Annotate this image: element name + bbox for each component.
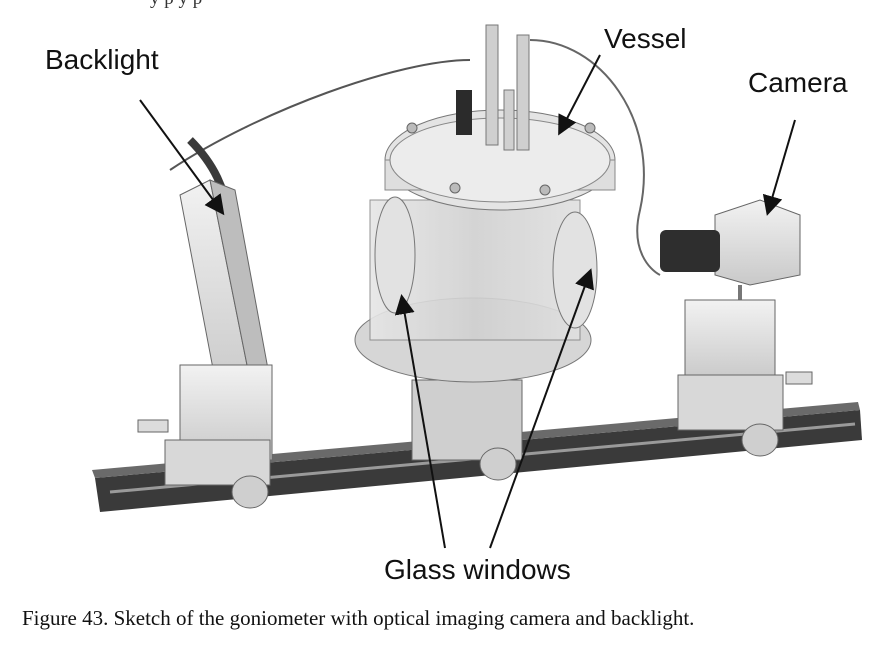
- figure-caption: Figure 43. Sketch of the goniometer with…: [22, 606, 695, 630]
- camera-assembly: [660, 199, 813, 457]
- backlight-label: Backlight: [45, 44, 159, 75]
- vessel-assembly: [354, 24, 616, 481]
- vessel-label: Vessel: [604, 23, 687, 54]
- cropped-top-text: y p y p: [150, 0, 202, 10]
- annotation-arrows: [139, 54, 796, 549]
- backlight-assembly: [137, 179, 273, 509]
- camera-label: Camera: [748, 67, 848, 98]
- glass-windows-label: Glass windows: [384, 554, 571, 585]
